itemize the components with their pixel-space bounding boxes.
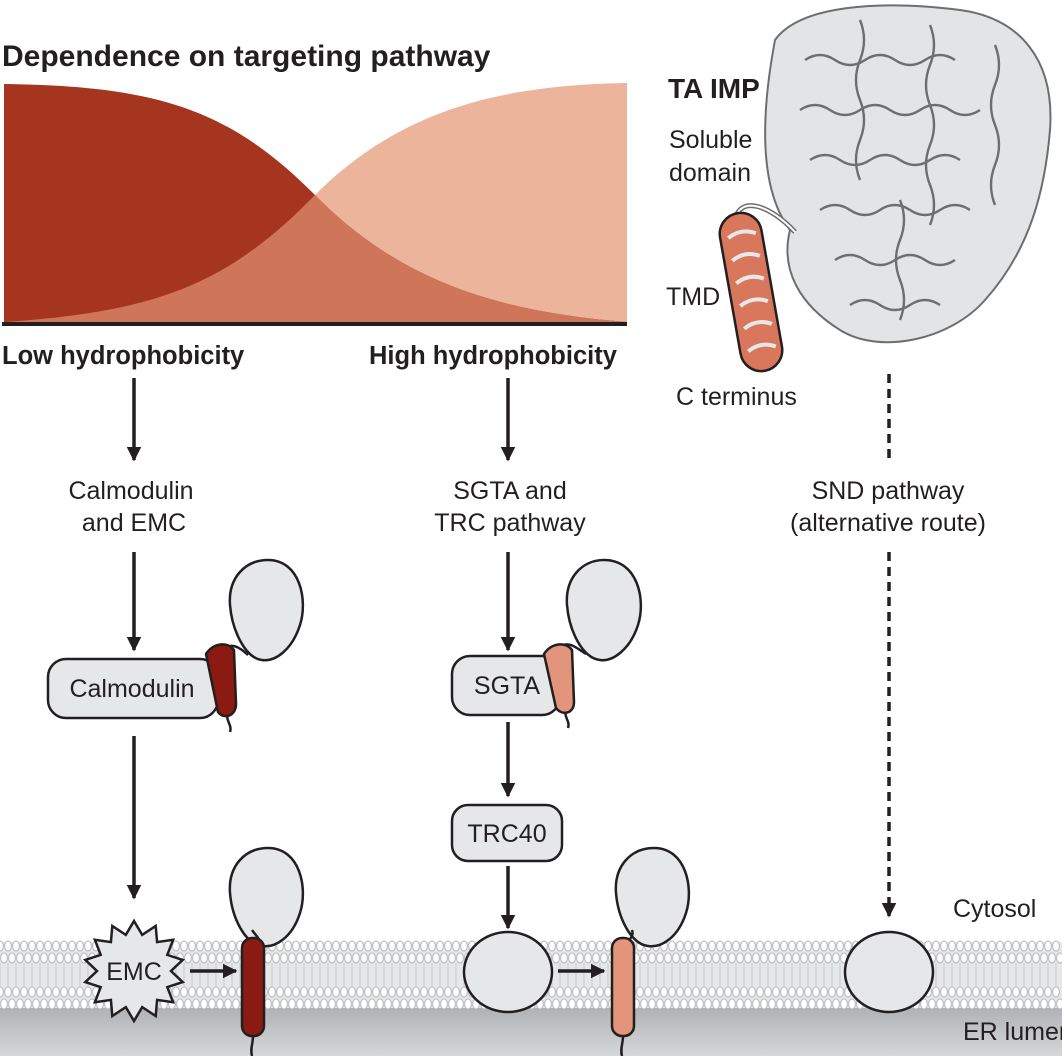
calmodulin-complex: Calmodulin [46, 558, 305, 733]
calmodulin-box-label: Calmodulin [69, 675, 194, 703]
high-hydrophobicity-label: High hydrophobicity [369, 342, 618, 370]
sgta-bound-tmd [542, 643, 576, 715]
trc40-box-label: TRC40 [467, 820, 546, 848]
figure-title: Dependence on targeting pathway [2, 40, 491, 73]
ta-imp-structure [718, 4, 1052, 373]
dependence-curves [2, 83, 627, 326]
inserted-ta-protein-trc [610, 846, 691, 1056]
sgta-complex: SGTA [450, 558, 643, 729]
pathway-arrows [126, 374, 897, 930]
cytosol-label: Cytosol [953, 895, 1036, 923]
calmodulin-emc-label-line2: and EMC [82, 509, 186, 537]
soluble-domain-ribbon [764, 4, 1052, 344]
trc-receptor [462, 930, 554, 1014]
sgta-soluble-domain [565, 558, 643, 662]
low-hydrophobicity-label: Low hydrophobicity [2, 342, 245, 370]
tmd-helix [718, 211, 784, 373]
snd-pathway-label-line2: (alternative route) [790, 509, 986, 537]
inserted-ta-protein-emc [228, 846, 305, 1056]
sgta-trc-label-line2: TRC pathway [434, 509, 586, 537]
snd-receptor [843, 930, 935, 1014]
emc-label: EMC [106, 958, 162, 986]
c-terminus-label: C terminus [676, 383, 797, 411]
tmd-coil [727, 229, 777, 353]
trc40-box [450, 803, 564, 863]
calmodulin-soluble-domain [228, 558, 305, 662]
snd-pathway-label-line1: SND pathway [812, 477, 965, 505]
sgta-box-label: SGTA [474, 672, 541, 700]
soluble-domain-label-line2: domain [669, 159, 751, 187]
soluble-domain-label-line1: Soluble [669, 126, 752, 154]
calmodulin-bound-tmd [204, 643, 238, 718]
calmodulin-emc-label-line1: Calmodulin [68, 477, 193, 505]
sgta-trc-label-line1: SGTA and [453, 477, 567, 505]
helix-ribbons [799, 19, 1001, 321]
er-lumen-label: ER lumen [963, 1018, 1062, 1046]
tmd-label: TMD [666, 283, 720, 311]
curve-overlap-region [4, 195, 627, 322]
emc-insertase [82, 918, 186, 1024]
er-lumen-band [0, 1008, 1062, 1056]
ta-imp-label: TA IMP [668, 73, 760, 104]
